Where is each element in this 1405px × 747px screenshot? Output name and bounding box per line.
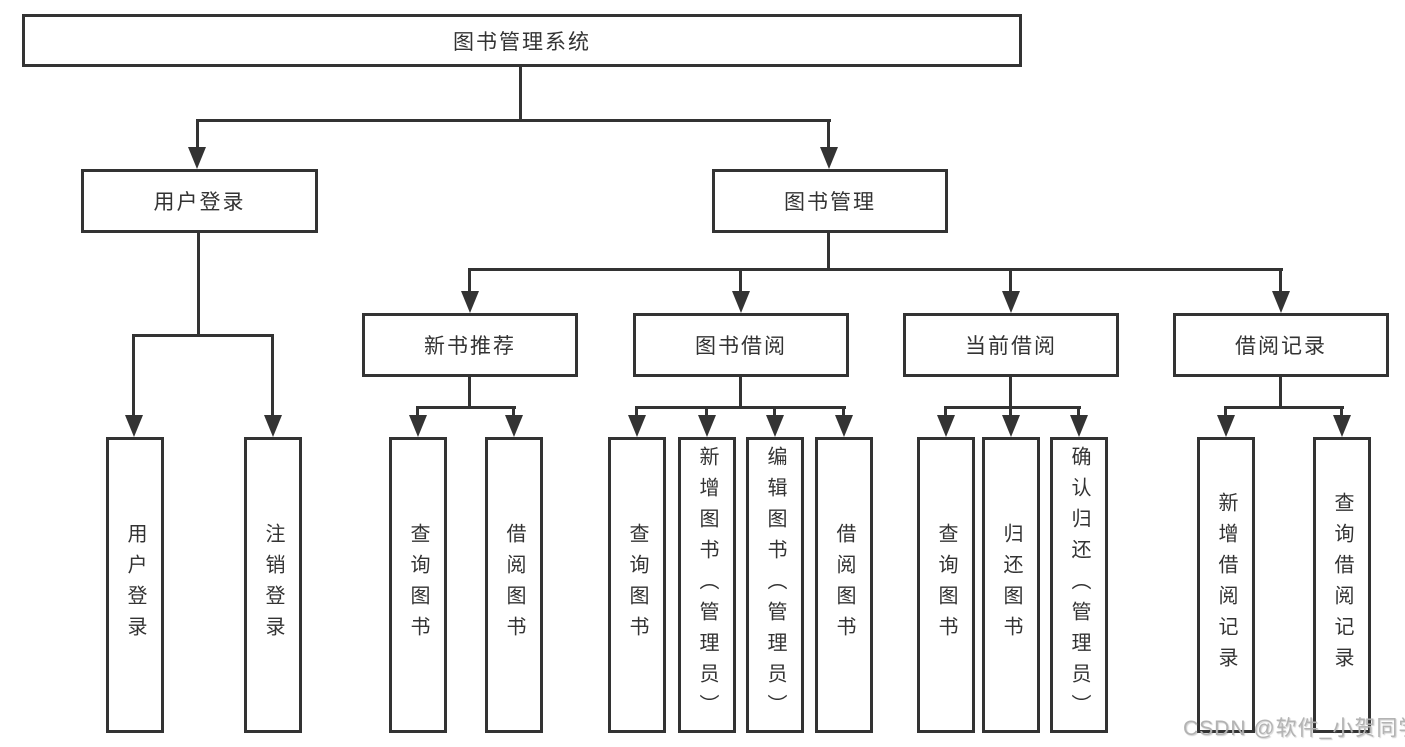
connector-stub-user-login [196,119,199,148]
arrowhead-leaf-logout [264,415,282,437]
arrowhead-new-books [461,291,479,313]
arrowhead-g3-leaf1 [628,415,646,437]
connector-g3-stub2 [705,406,708,416]
connector-g4-split [944,406,1081,409]
connector-g3-stub3 [773,406,776,416]
connector-stub-new-books [468,268,471,293]
connector-g3-stem [739,377,742,409]
connector-g2-stub1 [416,406,419,416]
leaf-borrow-books-recommend: 借阅图书 [485,437,543,733]
node-user-login: 用户登录 [81,169,318,233]
arrowhead-g5-leaf1 [1217,415,1235,437]
connector-g5-stub2 [1340,406,1343,416]
arrowhead-g4-leaf3 [1070,415,1088,437]
arrowhead-g2-leaf1 [409,415,427,437]
arrowhead-g3-leaf2 [698,415,716,437]
connector-level3-split [468,268,1283,271]
connector-g5-stem [1279,377,1282,409]
connector-g2-stem [468,377,471,409]
connector-root-split [196,119,831,122]
arrowhead-book-borrowing [732,291,750,313]
arrowhead-g3-leaf4 [835,415,853,437]
connector-user-login-stem [197,233,200,337]
connector-g3-split [635,406,846,409]
arrowhead-g3-leaf3 [766,415,784,437]
connector-stub-book-borrowing [739,268,742,293]
connector-g2-stub2 [512,406,515,416]
csdn-watermark: CSDN @软件_小贺同学 [1183,717,1405,740]
leaf-edit-book-admin: 编辑图书（管理员） [746,437,804,733]
arrowhead-user-login [188,147,206,169]
connector-stub-book-mgmt [827,119,830,148]
connector-stub-leaf-user-login [132,334,135,415]
node-book-borrowing: 图书借阅 [633,313,849,377]
leaf-logout-login: 注销登录 [244,437,302,733]
connector-g2-split [416,406,516,409]
connector-root-stem [519,67,522,120]
leaf-query-books-borrowing: 查询图书 [608,437,666,733]
node-new-book-recommend: 新书推荐 [362,313,578,377]
connector-book-mgmt-stem [827,233,830,271]
connector-g3-stub4 [842,406,845,416]
leaf-query-books-current: 查询图书 [917,437,975,733]
leaf-confirm-return-admin: 确认归还（管理员） [1050,437,1108,733]
connector-g5-split [1224,406,1344,409]
node-library-management-system: 图书管理系统 [22,14,1022,67]
leaf-query-borrow-record: 查询借阅记录 [1313,437,1371,733]
arrowhead-g4-leaf1 [937,415,955,437]
connector-g4-stub2 [1009,406,1012,416]
leaf-query-books-recommend: 查询图书 [389,437,447,733]
leaf-add-book-admin: 新增图书（管理员） [678,437,736,733]
arrowhead-g4-leaf2 [1002,415,1020,437]
node-current-borrowing: 当前借阅 [903,313,1119,377]
arrowhead-leaf-user-login [125,415,143,437]
connector-g3-stub1 [635,406,638,416]
connector-g4-stem [1009,377,1012,409]
arrowhead-g2-leaf2 [505,415,523,437]
arrowhead-borrow-records [1272,291,1290,313]
connector-g5-stub1 [1224,406,1227,416]
connector-g4-stub3 [1077,406,1080,416]
leaf-return-book: 归还图书 [982,437,1040,733]
node-borrow-records: 借阅记录 [1173,313,1389,377]
connector-g4-stub1 [944,406,947,416]
arrowhead-book-mgmt [820,147,838,169]
connector-stub-current-borrowing [1009,268,1012,293]
connector-stub-borrow-records [1279,268,1282,293]
arrowhead-current-borrowing [1002,291,1020,313]
leaf-add-borrow-record: 新增借阅记录 [1197,437,1255,733]
leaf-borrow-books-borrowing: 借阅图书 [815,437,873,733]
arrowhead-g5-leaf2 [1333,415,1351,437]
connector-stub-leaf-logout [271,334,274,415]
node-book-management: 图书管理 [712,169,948,233]
leaf-user-login: 用户登录 [106,437,164,733]
connector-user-login-split [132,334,274,337]
